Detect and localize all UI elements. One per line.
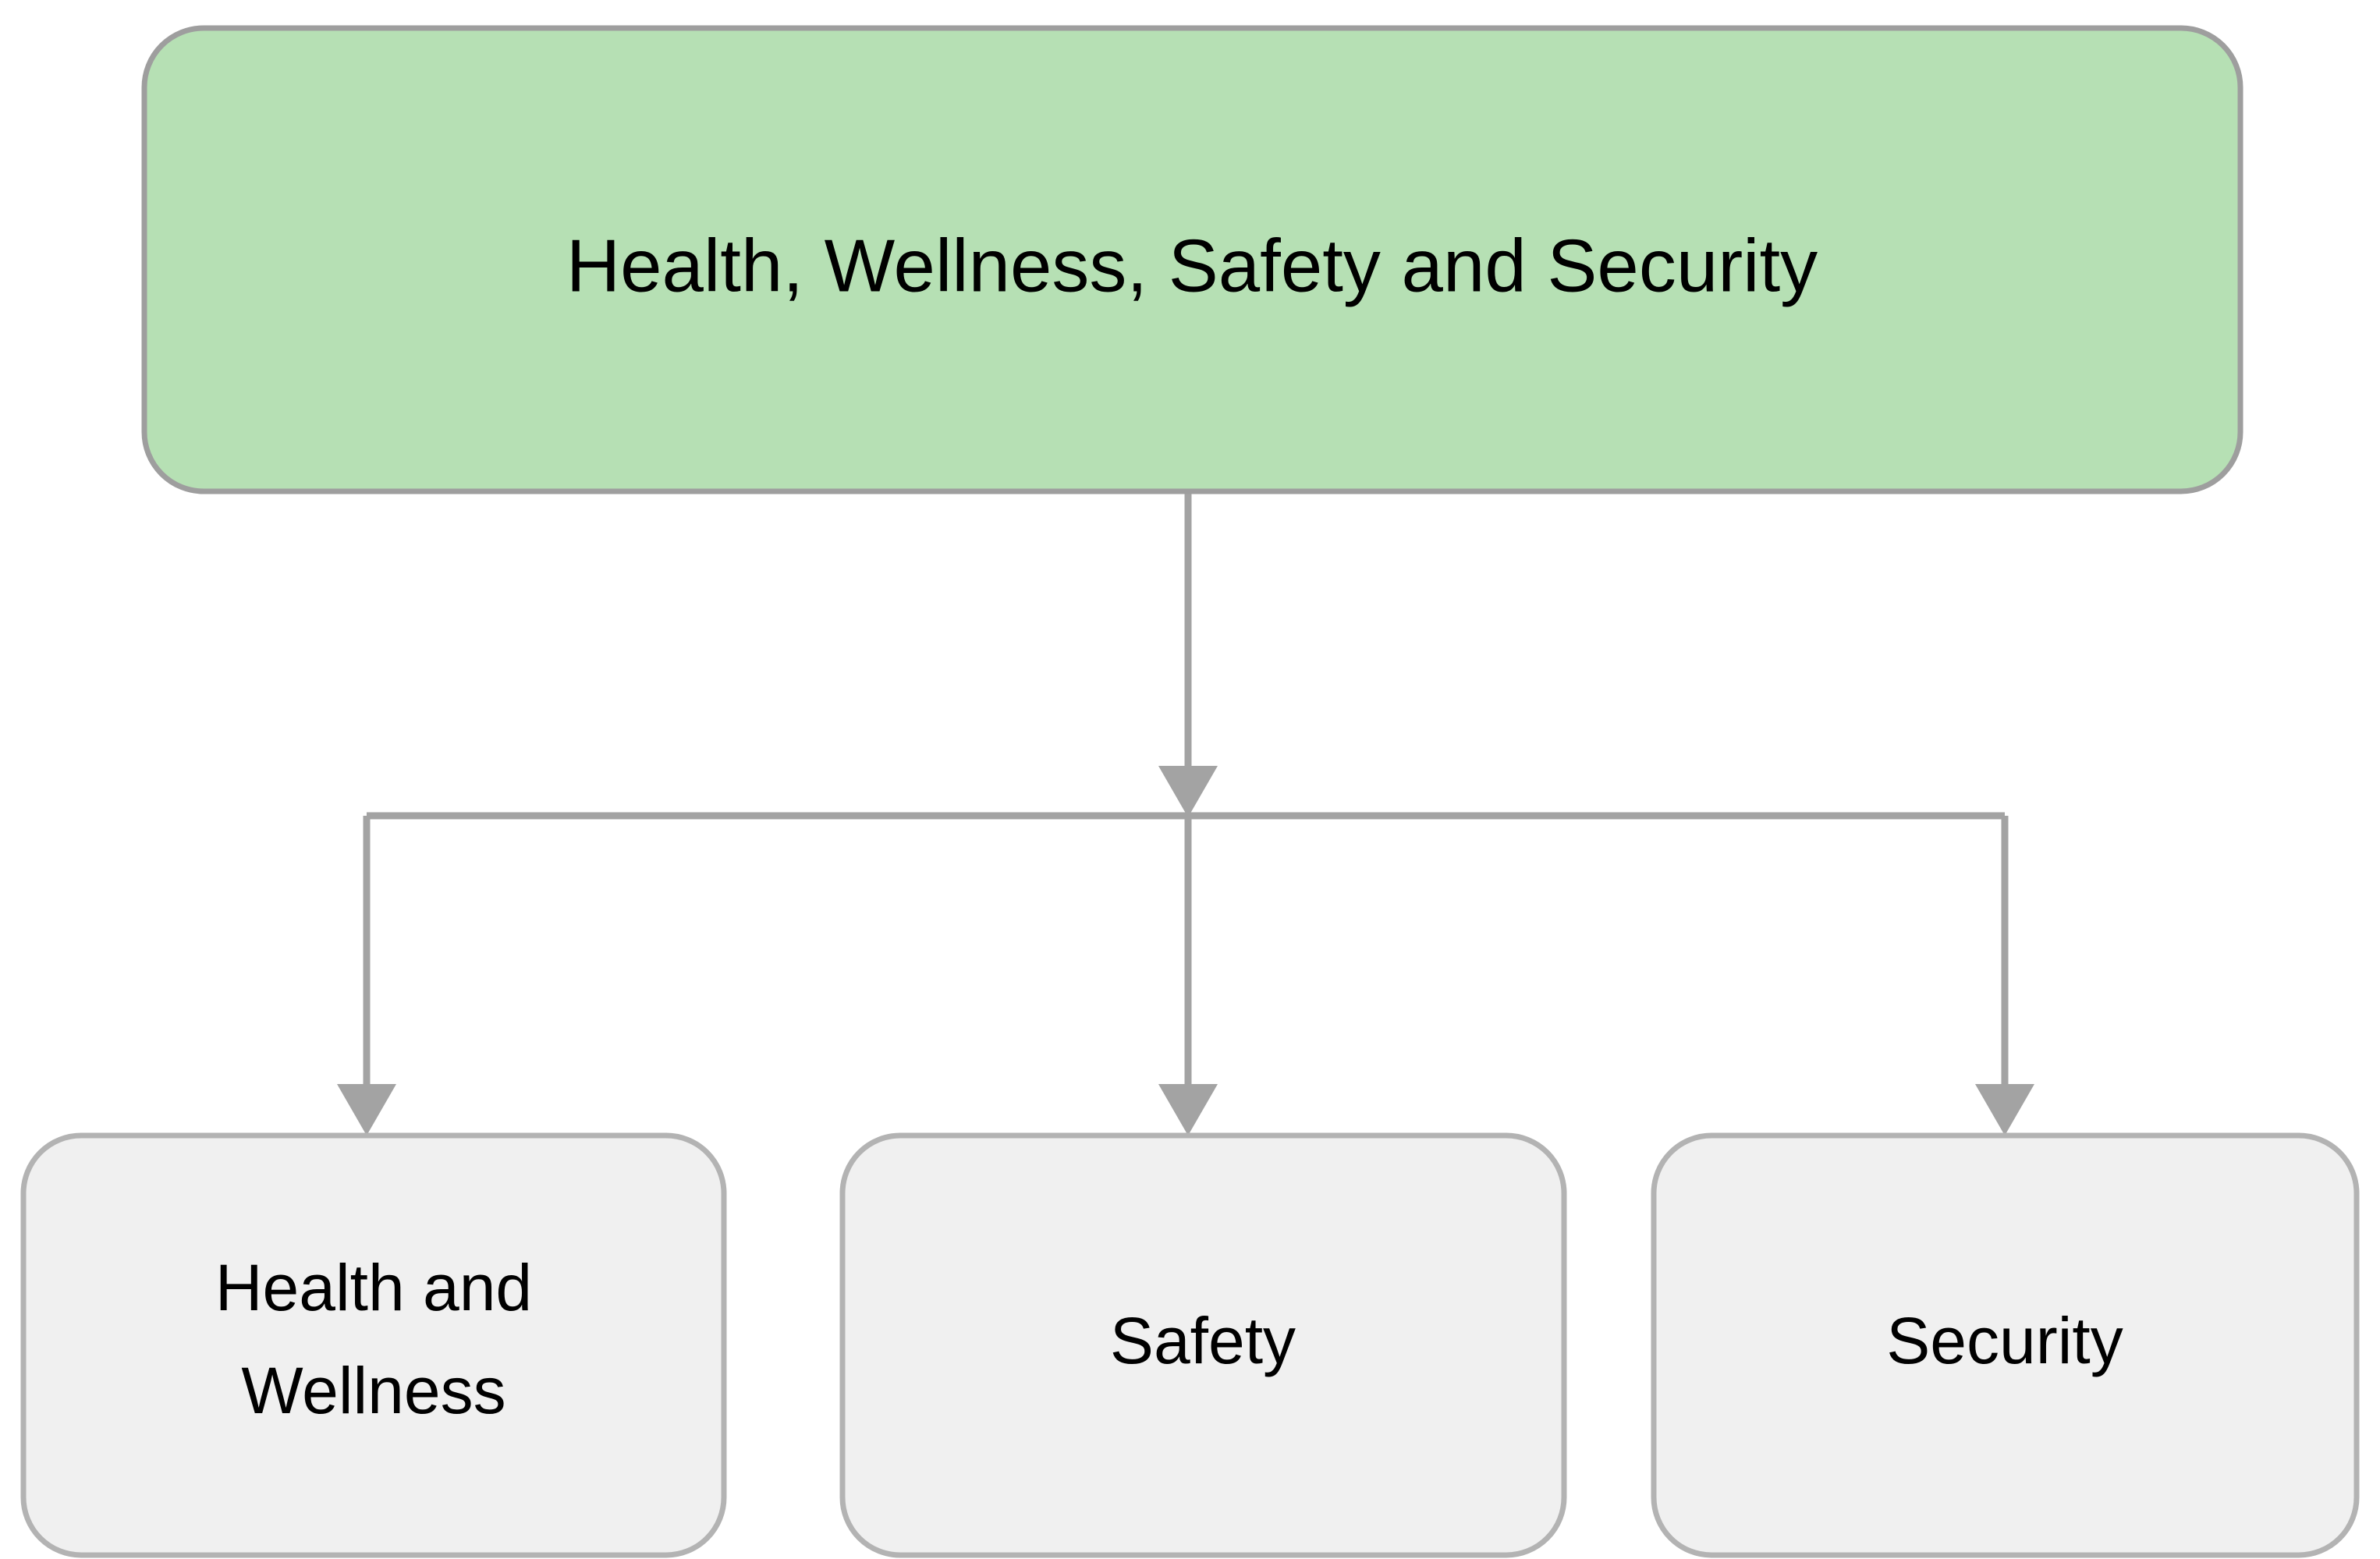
- edge-group: [337, 493, 2034, 1136]
- node-security-label: Security: [1886, 1304, 2123, 1377]
- node-security[interactable]: Security: [1651, 1132, 2360, 1558]
- node-health-and-wellness-label-line1: Health and: [215, 1251, 532, 1324]
- node-safety-label: Safety: [1110, 1304, 1296, 1377]
- node-health-and-wellness-label-line2: Wellness: [241, 1354, 505, 1427]
- arrowhead-safety: [1158, 1084, 1218, 1136]
- arrowhead-root-to-split: [1158, 766, 1218, 817]
- node-root-shape[interactable]: [141, 25, 2243, 494]
- node-root-label: Health, Wellness, Safety and Security: [566, 224, 1818, 307]
- arrowhead-health-and-wellness: [337, 1084, 396, 1136]
- node-safety[interactable]: Safety: [839, 1132, 1567, 1558]
- node-root[interactable]: Health, Wellness, Safety and Security: [141, 25, 2243, 494]
- node-health-and-wellness[interactable]: Health and Wellness: [20, 1132, 727, 1558]
- node-security-shape[interactable]: [1651, 1132, 2360, 1558]
- node-safety-shape[interactable]: [839, 1132, 1567, 1558]
- arrowhead-security: [1975, 1084, 2034, 1136]
- node-health-and-wellness-shape[interactable]: [20, 1132, 727, 1558]
